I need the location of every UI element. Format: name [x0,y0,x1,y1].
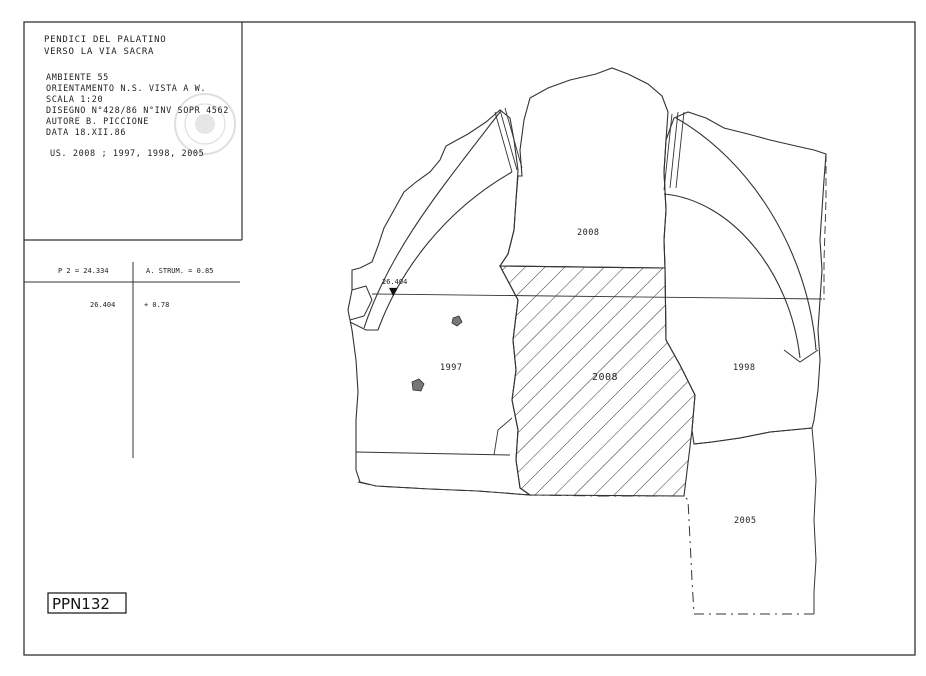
orientation-label: ORIENTAMENTO N.S. VISTA A W. [46,84,206,94]
sheet-border [23,21,916,656]
elevation-reading: 26.404 [90,301,115,309]
archive-stamp [174,93,236,155]
arch-right-inner [663,193,801,359]
layer-2008-upper-outline [498,67,669,269]
scale-label: SCALA 1:20 [46,95,103,105]
title-block: PENDICI DEL PALATINO VERSO LA VIA SACRA … [24,22,243,241]
ground-line [357,481,684,497]
stratum-label-1998: 1998 [733,363,755,373]
us-list: US. 2008 ; 1997, 1998, 2005 [50,149,204,159]
site-name-line1: PENDICI DEL PALATINO [44,35,166,45]
stone-1 [451,315,463,327]
room-label: AMBIENTE 55 [46,73,109,83]
stratum-label-2008-upper: 2008 [577,228,599,238]
stratum-label-2008-hatched: 2008 [592,372,618,383]
date-label: DATA 18.XII.86 [46,128,126,138]
elevation-offset: + 0.78 [144,301,169,309]
layer-1998-outline [663,111,827,445]
elevation-marker-value: 26.404 [382,278,407,286]
site-name-line2: VERSO LA VIA SACRA [44,47,154,57]
arch-right-outer [675,117,817,351]
arch-left-inner [377,171,513,331]
layer-1997-outline [347,109,532,496]
elevation-triangle-icon: ▼ [389,285,398,298]
drawing-number: DISEGNO N°428/86 N°INV SOPR 4562 [46,106,229,116]
sheet-code: PPN132 [52,595,110,613]
measurement-table: P 2 = 24.334 A. STRUM. = 0.85 26.404 + 0… [24,262,240,458]
stratum-label-2005: 2005 [734,516,756,526]
stratum-label-1997: 1997 [440,363,462,373]
author-label: AUTORE B. PICCIONE [46,117,149,127]
arch-left-outer [363,111,501,329]
benchmark-value: P 2 = 24.334 [58,267,109,275]
hatching-2008 [500,266,695,496]
instrument-height: A. STRUM. = 0.85 [146,267,213,275]
sheet-code-box [47,592,127,614]
layer-2005-outline [693,427,817,614]
stone-2 [411,378,425,392]
